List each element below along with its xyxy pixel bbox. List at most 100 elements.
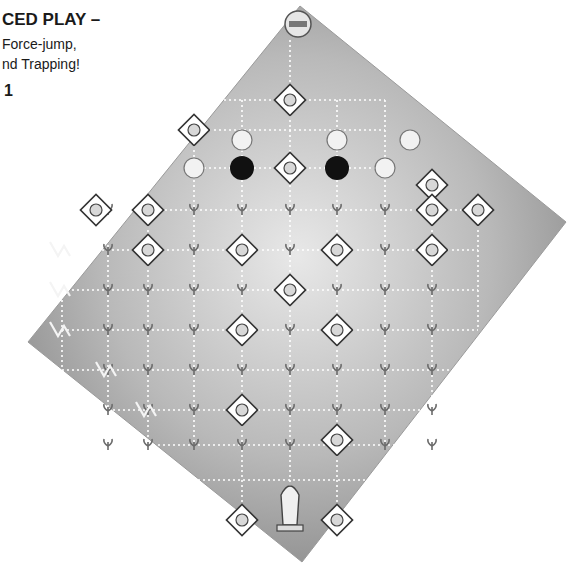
token-core xyxy=(426,179,438,191)
sprout-mark xyxy=(238,364,246,375)
sprout-mark xyxy=(190,364,198,375)
token-outline xyxy=(462,194,493,225)
diamond-token xyxy=(226,394,257,425)
sprout-mark xyxy=(333,404,341,415)
grid-line xyxy=(477,210,479,330)
token-core xyxy=(236,514,248,526)
black-hole xyxy=(325,156,349,180)
diamond-token xyxy=(321,424,352,455)
token-core xyxy=(236,324,248,336)
grid-line xyxy=(188,479,382,481)
sprout-mark xyxy=(190,404,198,415)
diamond-token xyxy=(321,504,352,535)
sprout-mark xyxy=(104,244,112,255)
sphere-piece xyxy=(400,130,420,150)
token-core xyxy=(331,244,343,256)
token-core xyxy=(472,204,484,216)
wave-mark xyxy=(96,362,116,376)
token-outline xyxy=(416,234,447,265)
sprout-mark xyxy=(381,244,389,255)
sprout-mark xyxy=(104,324,112,335)
token-core xyxy=(236,404,248,416)
diamond-token xyxy=(416,194,447,225)
token-outline xyxy=(226,394,257,425)
token-outline xyxy=(274,84,305,115)
token-core xyxy=(142,244,154,256)
grid-line xyxy=(62,369,478,371)
diamond-token xyxy=(462,194,493,225)
sprout-mark xyxy=(381,404,389,415)
grid-line xyxy=(62,289,478,291)
grid-line xyxy=(384,100,386,445)
subheading-text: Force-jump, xyxy=(2,36,77,52)
emblem-disc xyxy=(285,11,311,37)
diamond-token xyxy=(274,84,305,115)
board-diamond xyxy=(28,6,566,562)
diamond-token xyxy=(226,234,257,265)
sprout-mark xyxy=(190,244,198,255)
sprout-mark xyxy=(238,439,246,450)
token-core xyxy=(426,204,438,216)
token-core xyxy=(331,324,343,336)
pawn-base xyxy=(277,525,303,531)
grid-lines xyxy=(62,40,478,520)
token-outline xyxy=(226,504,257,535)
token-core xyxy=(284,162,296,174)
sprout-mark xyxy=(381,324,389,335)
sprout-mark xyxy=(286,439,294,450)
token-outline xyxy=(321,314,352,345)
sprout-mark xyxy=(381,284,389,295)
sprout-mark xyxy=(104,404,112,415)
token-core xyxy=(188,124,200,136)
diamond-token xyxy=(80,194,111,225)
grid-line xyxy=(62,329,478,331)
sprout-mark xyxy=(286,204,294,215)
sprout-mark xyxy=(381,364,389,375)
sphere-piece xyxy=(184,158,204,178)
sprout-mark xyxy=(190,204,198,215)
sprout-mark xyxy=(238,284,246,295)
sprout-mark xyxy=(104,439,112,450)
sprout-mark xyxy=(190,284,198,295)
pawn-piece xyxy=(277,486,303,531)
token-outline xyxy=(274,274,305,305)
subheading-text: nd Trapping! xyxy=(2,56,80,72)
sprout-mark xyxy=(104,284,112,295)
sphere-piece xyxy=(327,130,347,150)
diamond-token xyxy=(274,152,305,183)
wave-marks xyxy=(50,242,156,416)
diamond-token xyxy=(178,114,209,145)
diamond-token xyxy=(226,504,257,535)
diamond-token xyxy=(321,314,352,345)
token-core xyxy=(331,514,343,526)
wave-mark xyxy=(50,282,70,296)
heading-text: CED PLAY – xyxy=(2,10,100,30)
diamond-token xyxy=(132,234,163,265)
token-core xyxy=(90,204,102,216)
token-core xyxy=(426,244,438,256)
sprout-mark xyxy=(381,439,389,450)
sprout-mark xyxy=(286,324,294,335)
spheres xyxy=(184,130,420,178)
token-outline xyxy=(226,234,257,265)
token-outline xyxy=(321,424,352,455)
diamond-token xyxy=(274,274,305,305)
diamond-token xyxy=(226,314,257,345)
wave-mark xyxy=(50,242,70,256)
token-outline xyxy=(321,504,352,535)
token-outline xyxy=(178,114,209,145)
sprout-mark xyxy=(286,364,294,375)
sphere-piece xyxy=(375,158,395,178)
step-number: 1 xyxy=(4,82,13,100)
token-core xyxy=(236,244,248,256)
sprout-mark xyxy=(190,324,198,335)
diamond-token xyxy=(321,234,352,265)
token-outline xyxy=(321,234,352,265)
top-emblem xyxy=(285,11,311,37)
sprout-mark xyxy=(144,439,152,450)
sprout-mark xyxy=(333,204,341,215)
sprout-mark xyxy=(428,324,436,335)
black-holes xyxy=(230,156,349,180)
